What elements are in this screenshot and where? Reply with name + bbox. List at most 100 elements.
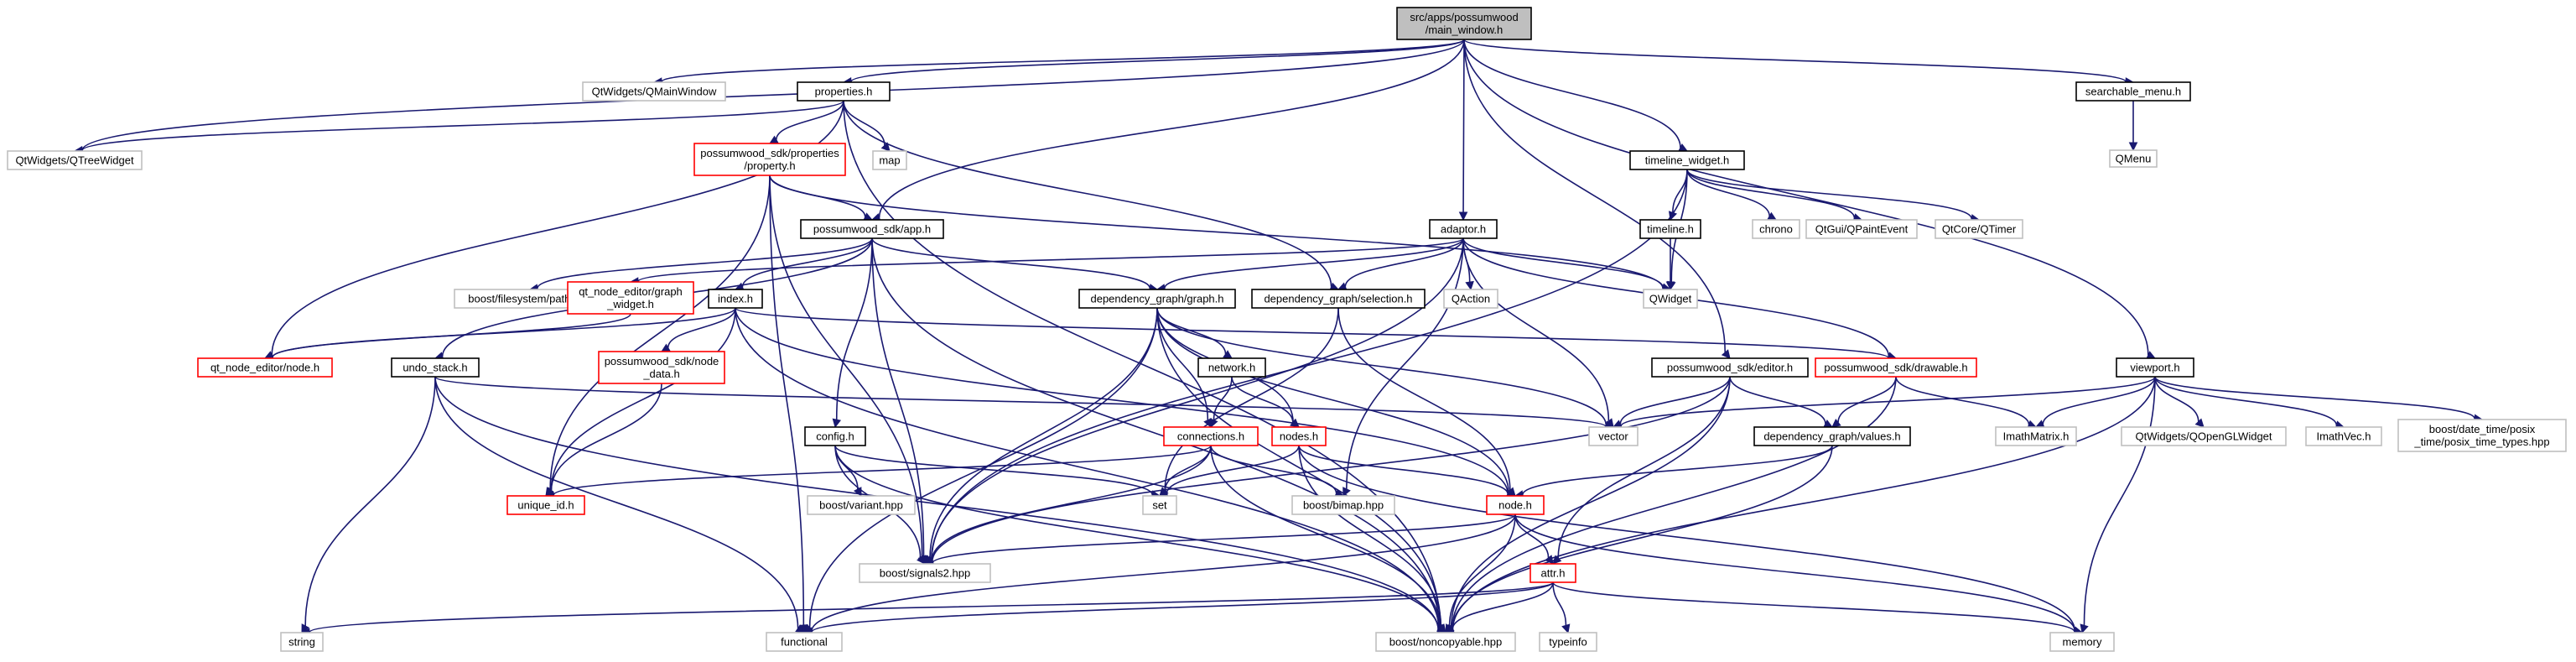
node-posix-time: boost/date_time/posix_time/posix_time_ty…	[2397, 419, 2567, 452]
node-label: index.h	[718, 293, 753, 305]
node-box	[280, 632, 324, 652]
node-box	[582, 81, 726, 102]
edge-config-to-noncopyable	[834, 445, 1447, 635]
edge-timeline-to-qwidget	[1665, 238, 1675, 291]
node-box	[1639, 219, 1701, 239]
node-node-data[interactable]: possumwood_sdk/node_data.h	[598, 351, 725, 384]
node-timeline-widget[interactable]: timeline_widget.h	[1629, 150, 1745, 170]
node-qne-node[interactable]: qt_node_editor/node.h	[197, 357, 333, 378]
edge-viewport-to-vector	[1612, 376, 2156, 431]
node-box	[1486, 495, 1545, 515]
edge-line	[2042, 376, 2156, 425]
edge-arrowhead	[2194, 418, 2205, 428]
edge-line	[309, 581, 1554, 633]
node-network[interactable]: network.h	[1197, 357, 1266, 378]
node-box	[1995, 426, 2077, 446]
node-label: connections.h	[1177, 430, 1244, 443]
node-box	[1935, 219, 2023, 239]
node-memory: memory	[2049, 632, 2115, 652]
node-box	[1251, 289, 1426, 309]
edge-line	[929, 307, 1158, 559]
node-config[interactable]: config.h	[804, 426, 866, 446]
node-box	[1643, 289, 1698, 309]
node-box	[1396, 7, 1532, 40]
dependency-nodes: src/apps/possumwood/main_window.hQtWidge…	[7, 7, 2567, 652]
edge-line	[1298, 445, 1442, 627]
node-label: set	[1152, 499, 1167, 512]
node-functional: functional	[766, 632, 843, 652]
edge-undo_stack-to-functional	[434, 376, 805, 633]
edge-line	[1156, 307, 1607, 425]
node-box	[800, 219, 944, 239]
node-label: chrono	[1759, 223, 1793, 236]
edge-adaptor-to-dg_selection	[1337, 237, 1464, 291]
node-undo-stack[interactable]: undo_stack.h	[391, 357, 480, 378]
edge-index-to-unique_id	[545, 307, 736, 497]
node-viewport[interactable]: viewport.h	[2116, 357, 2194, 378]
node-timeline[interactable]: timeline.h	[1639, 219, 1701, 239]
edge-line	[1210, 445, 1337, 493]
node-typeinfo: typeinfo	[1539, 632, 1597, 652]
node-drawable[interactable]: possumwood_sdk/drawable.h	[1815, 357, 1977, 378]
node-properties[interactable]: properties.h	[797, 81, 891, 102]
edge-line	[434, 376, 1440, 631]
edge-line	[637, 237, 1464, 283]
edge-dg_node-to-signals2	[923, 513, 1516, 568]
node-box	[1142, 495, 1177, 515]
edge-line	[1452, 376, 1897, 629]
node-searchable-menu[interactable]: searchable_menu.h	[2075, 81, 2191, 102]
edge-line	[1298, 445, 1509, 495]
edge-line	[1895, 376, 2030, 425]
node-label: map	[879, 154, 900, 167]
edge-line	[871, 237, 925, 557]
edge-line	[81, 39, 1465, 151]
edge-line	[1686, 169, 1972, 219]
node-dg-graph[interactable]: dependency_graph/graph.h	[1078, 289, 1236, 309]
node-label: properties.h	[815, 86, 873, 98]
node-label: nodes.h	[1280, 430, 1318, 443]
edge-line	[1514, 513, 1550, 558]
node-label: qt_node_editor/graph	[579, 285, 683, 298]
node-label: QMenu	[2116, 153, 2152, 165]
node-connections[interactable]: connections.h	[1163, 426, 1259, 446]
edge-connections-to-unique_id	[544, 445, 1212, 500]
node-label: possumwood_sdk/properties	[700, 147, 839, 159]
node-label: QtWidgets/QMainWindow	[592, 86, 717, 98]
edge-line	[2154, 376, 2199, 422]
edge-dg_graph-to-signals2	[924, 307, 1158, 565]
edge-line	[1462, 39, 1465, 213]
node-nodes[interactable]: nodes.h	[1271, 426, 1327, 446]
node-box	[2116, 357, 2194, 378]
node-app[interactable]: possumwood_sdk/app.h	[800, 219, 944, 239]
node-values[interactable]: dependency_graph/values.h	[1753, 426, 1911, 446]
node-graph-widget[interactable]: qt_node_editor/graph_widget.h	[567, 281, 694, 315]
node-box	[1197, 357, 1266, 378]
node-box	[1629, 150, 1745, 170]
edge-line	[550, 383, 662, 491]
node-index[interactable]: index.h	[708, 289, 763, 309]
edge-attr-to-string	[300, 581, 1554, 637]
node-unique-id[interactable]: unique_id.h	[506, 495, 585, 515]
edge-properties-to-qne_node	[263, 100, 844, 359]
node-box	[1443, 289, 1498, 309]
node-dg-selection[interactable]: dependency_graph/selection.h	[1251, 289, 1426, 309]
node-box	[2397, 419, 2567, 452]
node-label: QtWidgets/QTreeWidget	[15, 154, 134, 167]
edge-line	[1213, 376, 1233, 420]
node-attr[interactable]: attr.h	[1530, 563, 1576, 583]
edge-arrowhead	[1831, 418, 1841, 428]
edge-line	[1346, 237, 1464, 489]
node-dg-node[interactable]: node.h	[1486, 495, 1545, 515]
edge-app-to-dg_graph	[871, 237, 1159, 293]
edge-arrowhead	[880, 142, 891, 152]
edge-line	[1164, 237, 1464, 289]
node-label: _time/posix_time_types.hpp	[2413, 435, 2549, 448]
node-editor[interactable]: possumwood_sdk/editor.h	[1651, 357, 1809, 378]
edge-timeline_widget-to-qtimer	[1686, 169, 1981, 223]
node-main-window[interactable]: src/apps/possumwood/main_window.h	[1396, 7, 1532, 40]
node-adaptor[interactable]: adaptor.h	[1429, 219, 1498, 239]
node-box	[1271, 426, 1327, 446]
node-property[interactable]: possumwood_sdk/properties/property.h	[693, 143, 846, 176]
edge-line	[1463, 39, 1681, 148]
node-box	[567, 281, 694, 315]
